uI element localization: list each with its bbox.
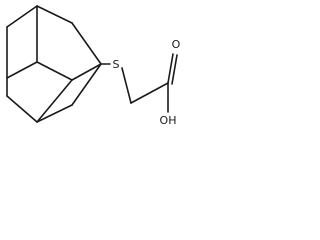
bond <box>36 104 73 123</box>
bond-s-ch2 <box>121 67 132 104</box>
bond <box>6 5 38 28</box>
sulfur-label: S <box>113 58 120 71</box>
hydroxyl-label: OH <box>160 114 177 127</box>
bond <box>36 79 73 123</box>
bond <box>36 5 73 24</box>
bond <box>36 61 73 81</box>
carbonyl-oxygen-label: O <box>172 38 181 51</box>
bond <box>71 63 102 81</box>
thioacetic-acid-chain <box>100 53 178 113</box>
bond-c-o-double <box>167 53 174 84</box>
bond <box>71 22 102 65</box>
bond-c-o-double <box>171 54 178 85</box>
bond-ch2-c <box>130 82 169 104</box>
bond <box>6 61 38 79</box>
structure-canvas: S O OH <box>0 0 212 142</box>
bond <box>6 95 38 123</box>
adamantane-cage <box>6 5 102 123</box>
bond <box>71 63 102 106</box>
atom-labels: S O OH <box>113 38 181 127</box>
molecule-structure: S O OH <box>6 5 181 127</box>
